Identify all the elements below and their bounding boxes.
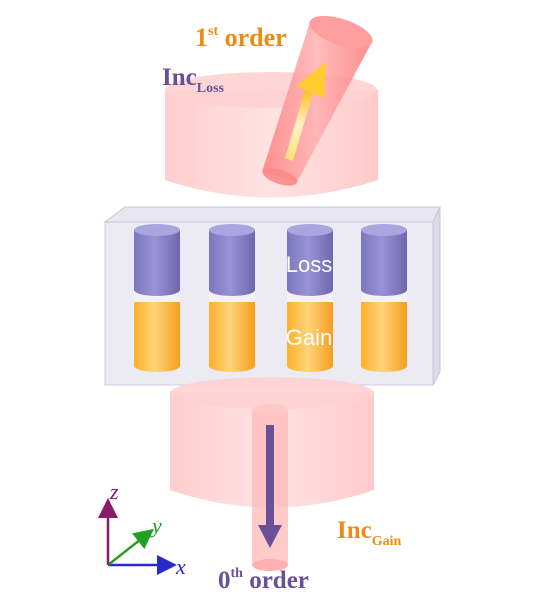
zeroth-order-arrow-icon: [258, 425, 282, 548]
gain-section: [361, 300, 407, 372]
first-order-label: 1st order: [195, 23, 287, 52]
y-axis-label: y: [150, 513, 162, 538]
pillar-top-cap: [287, 224, 333, 236]
gain-section: [134, 300, 180, 372]
zeroth-order-label: 0th order: [218, 566, 309, 594]
loss-label: Loss: [286, 252, 332, 277]
first-order-beam: [262, 15, 373, 186]
pillar-1: [134, 224, 180, 372]
pillar-3: [287, 224, 333, 372]
gain-section: [209, 300, 255, 372]
gain-section: [287, 300, 333, 372]
gain-label: Gain: [286, 325, 332, 350]
coordinate-axes: [98, 498, 177, 575]
unit-cells: [134, 224, 407, 372]
loss-section: [287, 230, 333, 296]
x-axis-label: x: [175, 554, 186, 579]
inc-gain-label: IncGain: [337, 517, 402, 549]
inc-loss-label: IncLoss: [162, 64, 225, 96]
pillar-top-cap: [361, 224, 407, 236]
z-axis-label: z: [109, 479, 119, 504]
loss-section: [134, 230, 180, 296]
pillar-top-cap: [134, 224, 180, 236]
pillar-top-cap: [209, 224, 255, 236]
loss-section: [209, 230, 255, 296]
loss-section: [361, 230, 407, 296]
pillar-2: [209, 224, 255, 372]
y-axis-arrow: [107, 528, 154, 566]
pillar-4: [361, 224, 407, 372]
first-order-arrow-icon: [285, 62, 326, 161]
